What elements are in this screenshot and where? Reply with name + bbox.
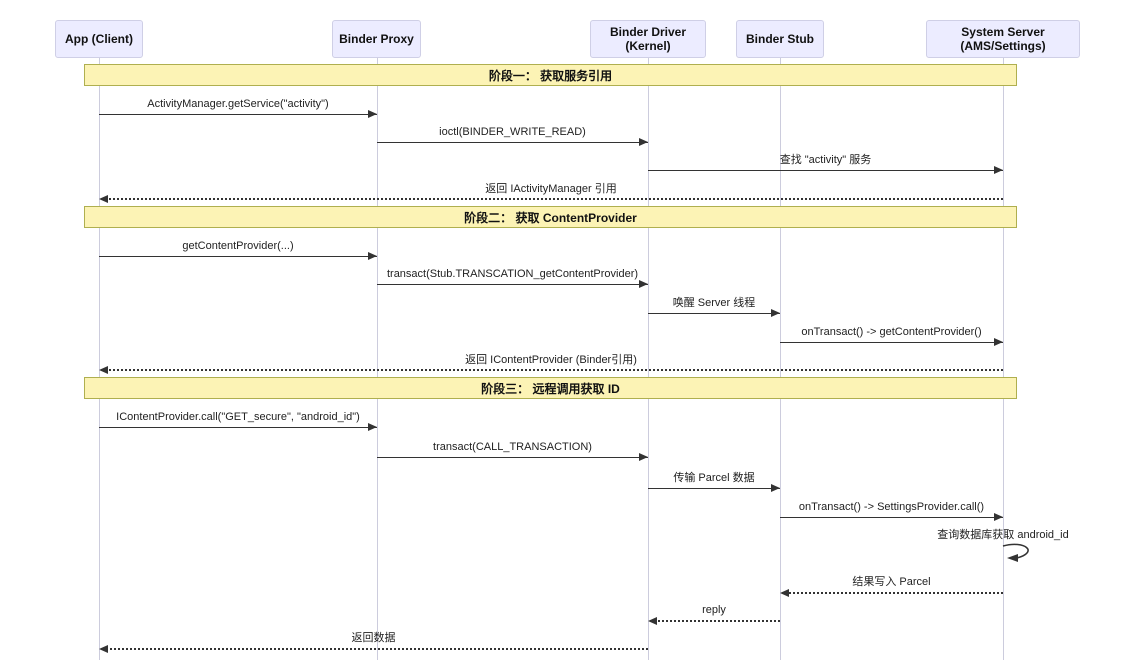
participant-binder-stub: Binder Stub: [736, 20, 824, 58]
message-label: onTransact() -> getContentProvider(): [801, 326, 982, 338]
message-label: ioctl(BINDER_WRITE_READ): [439, 126, 586, 138]
message-label: 返回 IActivityManager 引用: [485, 183, 617, 195]
message-line: [101, 648, 648, 650]
arrowhead-icon: [639, 453, 648, 461]
message-label: transact(CALL_TRANSACTION): [433, 441, 592, 453]
lifeline-app: [99, 58, 100, 660]
message-label: 唤醒 Server 线程: [672, 297, 756, 309]
message-label: 返回 IContentProvider (Binder引用): [465, 354, 637, 366]
phase-label: 阶段二： 获取 ContentProvider: [464, 210, 637, 225]
message-line: [99, 427, 377, 428]
lifeline-binder-stub: [780, 58, 781, 660]
arrowhead-icon: [639, 138, 648, 146]
participant-binder-proxy: Binder Proxy: [332, 20, 421, 58]
participant-label: Binder Proxy: [339, 32, 414, 46]
arrowhead-icon: [994, 513, 1003, 521]
message-line: [648, 313, 780, 314]
arrowhead-icon: [639, 280, 648, 288]
message-label: ActivityManager.getService("activity"): [147, 98, 329, 110]
arrowhead-icon: [994, 166, 1003, 174]
message-line: [99, 256, 377, 257]
self-loop-arrow-icon: [1002, 543, 1029, 562]
message-line: [648, 488, 780, 489]
message-label: onTransact() -> SettingsProvider.call(): [798, 501, 985, 513]
message-label: reply: [702, 604, 726, 616]
arrowhead-icon: [368, 252, 377, 260]
arrowhead-icon: [99, 645, 108, 653]
message-label: 结果写入 Parcel: [852, 576, 931, 588]
arrowhead-icon: [99, 366, 108, 374]
arrowhead-icon: [648, 617, 657, 625]
arrowhead-icon: [994, 338, 1003, 346]
message-label: 传输 Parcel 数据: [673, 472, 755, 484]
participant-app: App (Client): [55, 20, 143, 58]
message-line: [101, 198, 1003, 200]
message-label: 返回数据: [351, 632, 396, 644]
arrowhead-icon: [780, 589, 789, 597]
message-line: [377, 284, 648, 285]
message-label: IContentProvider.call("GET_secure", "and…: [116, 411, 360, 423]
message-line: [99, 114, 377, 115]
phase-label: 阶段三： 远程调用获取 ID: [481, 381, 620, 396]
arrowhead-icon: [368, 423, 377, 431]
participant-label: Binder Stub: [746, 32, 814, 46]
participant-system-server: System Server (AMS/Settings): [926, 20, 1080, 58]
message-line: [377, 142, 648, 143]
message-label: 查询数据库获取 android_id: [937, 529, 1069, 541]
participant-binder-driver: Binder Driver (Kernel): [590, 20, 706, 58]
phase-banner-1: 阶段一： 获取服务引用: [84, 64, 1017, 86]
message-label: 查找 "activity" 服务: [779, 154, 872, 166]
message-label: getContentProvider(...): [182, 240, 294, 252]
message-line: [648, 170, 1003, 171]
message-line: [101, 369, 1003, 371]
participant-label: Binder Driver (Kernel): [609, 25, 687, 53]
phase-label: 阶段一： 获取服务引用: [488, 68, 613, 83]
arrowhead-icon: [99, 195, 108, 203]
message-label: transact(Stub.TRANSCATION_getContentProv…: [386, 268, 639, 280]
arrowhead-icon: [771, 484, 780, 492]
phase-banner-2: 阶段二： 获取 ContentProvider: [84, 206, 1017, 228]
participant-label: App (Client): [65, 32, 133, 46]
arrowhead-icon: [368, 110, 377, 118]
arrowhead-icon: [771, 309, 780, 317]
message-line: [780, 342, 1003, 343]
message-line: [377, 457, 648, 458]
message-line: [780, 517, 1003, 518]
message-line: [650, 620, 780, 622]
message-line: [782, 592, 1003, 594]
participant-label: System Server (AMS/Settings): [960, 25, 1046, 53]
lifeline-binder-driver: [648, 58, 649, 660]
phase-banner-3: 阶段三： 远程调用获取 ID: [84, 377, 1017, 399]
lifeline-binder-proxy: [377, 58, 378, 660]
lifeline-system-server: [1003, 58, 1004, 660]
